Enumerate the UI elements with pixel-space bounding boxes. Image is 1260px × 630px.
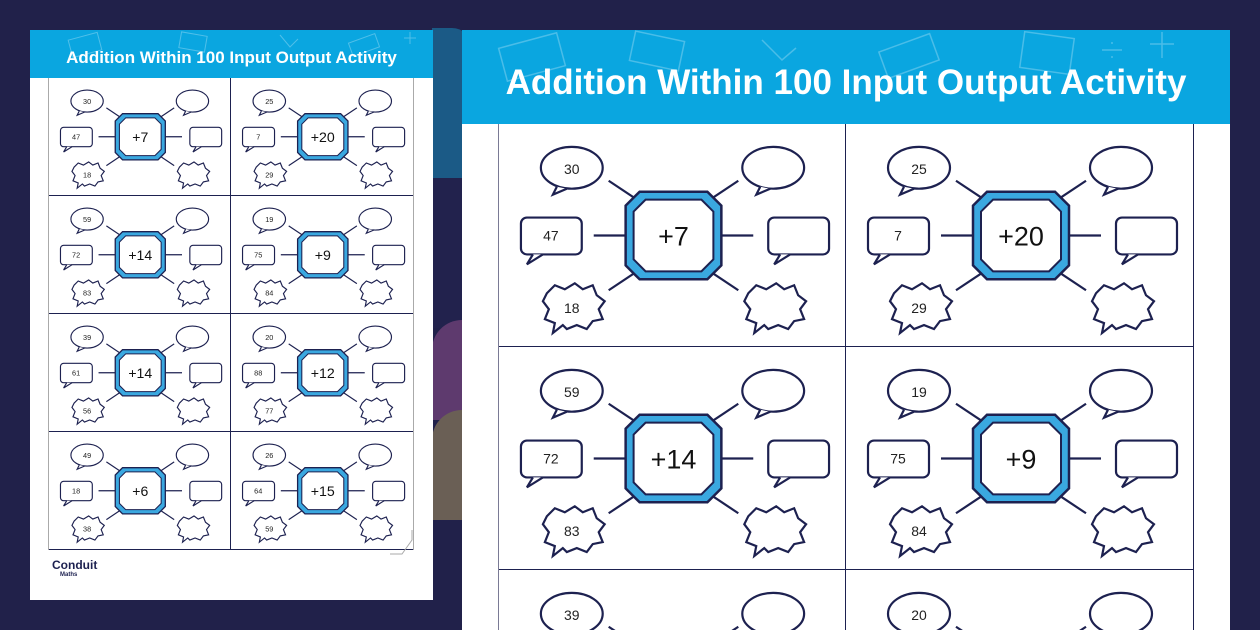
rule-label: +12 xyxy=(311,366,335,382)
svg-text:84: 84 xyxy=(911,523,927,539)
rule-label: +6 xyxy=(132,483,148,499)
puzzle-cell: +14 39 61 56 xyxy=(499,570,846,630)
puzzle-cell: +7 30 47 18 xyxy=(499,124,846,347)
svg-text:83: 83 xyxy=(83,289,91,298)
preview-title: Addition Within 100 Input Output Activit… xyxy=(505,63,1187,102)
puzzle-cell: +9 19 75 84 xyxy=(231,196,413,314)
svg-text:25: 25 xyxy=(911,161,927,177)
preview-banner: Addition Within 100 Input Output Activit… xyxy=(462,30,1230,124)
svg-text:59: 59 xyxy=(83,215,91,224)
svg-text:77: 77 xyxy=(265,407,273,416)
svg-text:49: 49 xyxy=(83,451,91,460)
rule-label: +20 xyxy=(311,130,335,146)
svg-text:18: 18 xyxy=(564,300,580,316)
doodle-pattern-icon xyxy=(497,30,1174,83)
puzzle-cell: +14 59 72 83 xyxy=(49,196,231,314)
rule-label: +14 xyxy=(128,247,152,263)
svg-text:7: 7 xyxy=(894,228,902,244)
worksheet-banner: Addition Within 100 Input Output Activit… xyxy=(30,30,433,78)
puzzle-cell: +12 20 88 77 xyxy=(231,314,413,432)
page-fold-icon xyxy=(390,530,413,555)
svg-text:29: 29 xyxy=(265,171,273,180)
svg-text:59: 59 xyxy=(564,384,580,400)
puzzle-grid: +7 30 47 18 xyxy=(498,124,1194,630)
puzzle-grid: +7 30 47 18 xyxy=(48,78,414,550)
svg-text:26: 26 xyxy=(265,451,273,460)
puzzle-cell: +12 20 88 77 xyxy=(846,570,1193,630)
svg-text:7: 7 xyxy=(256,132,260,141)
puzzle-cell: +14 59 72 83 xyxy=(499,347,846,570)
puzzle-cell: +6 49 18 38 xyxy=(49,432,231,550)
svg-text:75: 75 xyxy=(254,250,262,259)
svg-text:29: 29 xyxy=(911,300,927,316)
worksheet-thumbnail: Addition Within 100 Input Output Activit… xyxy=(30,30,433,600)
svg-text:61: 61 xyxy=(72,368,80,377)
svg-text:30: 30 xyxy=(83,97,91,106)
svg-text:20: 20 xyxy=(265,333,273,342)
svg-text:30: 30 xyxy=(564,161,580,177)
svg-text:72: 72 xyxy=(543,450,559,466)
svg-text:19: 19 xyxy=(265,215,273,224)
svg-text:59: 59 xyxy=(265,525,273,534)
conduit-logo: Conduit Maths xyxy=(52,558,98,578)
worksheet-title: Addition Within 100 Input Output Activit… xyxy=(66,48,397,67)
svg-text:25: 25 xyxy=(265,97,273,106)
rule-label: +7 xyxy=(132,129,148,145)
puzzle-cell: +15 26 64 59 xyxy=(231,432,413,550)
svg-text:18: 18 xyxy=(83,171,91,180)
svg-text:64: 64 xyxy=(254,486,262,495)
svg-text:38: 38 xyxy=(83,525,91,534)
svg-text:47: 47 xyxy=(543,227,559,243)
rule-label: +14 xyxy=(651,444,697,474)
rule-label: +9 xyxy=(1006,445,1037,475)
svg-text:83: 83 xyxy=(564,523,580,539)
puzzle-cell: +20 25 7 29 xyxy=(231,78,413,196)
puzzle-cell: +20 25 7 29 xyxy=(846,124,1193,347)
worksheet-preview: Addition Within 100 Input Output Activit… xyxy=(462,30,1230,630)
puzzle-cell: +14 39 61 56 xyxy=(49,314,231,432)
doodle-pattern-icon xyxy=(67,31,416,59)
svg-text:47: 47 xyxy=(72,132,80,141)
rule-label: +9 xyxy=(315,248,331,264)
svg-text:72: 72 xyxy=(72,250,80,259)
svg-text:84: 84 xyxy=(265,289,273,298)
svg-text:39: 39 xyxy=(564,607,580,623)
svg-text:18: 18 xyxy=(72,486,80,495)
svg-text:20: 20 xyxy=(911,607,927,623)
rule-label: +7 xyxy=(658,221,689,251)
puzzle-cell: +9 19 75 84 xyxy=(846,347,1193,570)
svg-text:39: 39 xyxy=(83,333,91,342)
rule-label: +15 xyxy=(311,484,335,500)
rule-label: +20 xyxy=(998,222,1044,252)
rule-label: +14 xyxy=(128,365,152,381)
svg-text:56: 56 xyxy=(83,407,91,416)
svg-text:88: 88 xyxy=(254,368,262,377)
svg-text:19: 19 xyxy=(911,384,927,400)
puzzle-cell: +7 30 47 18 xyxy=(49,78,231,196)
svg-text:75: 75 xyxy=(890,451,906,467)
